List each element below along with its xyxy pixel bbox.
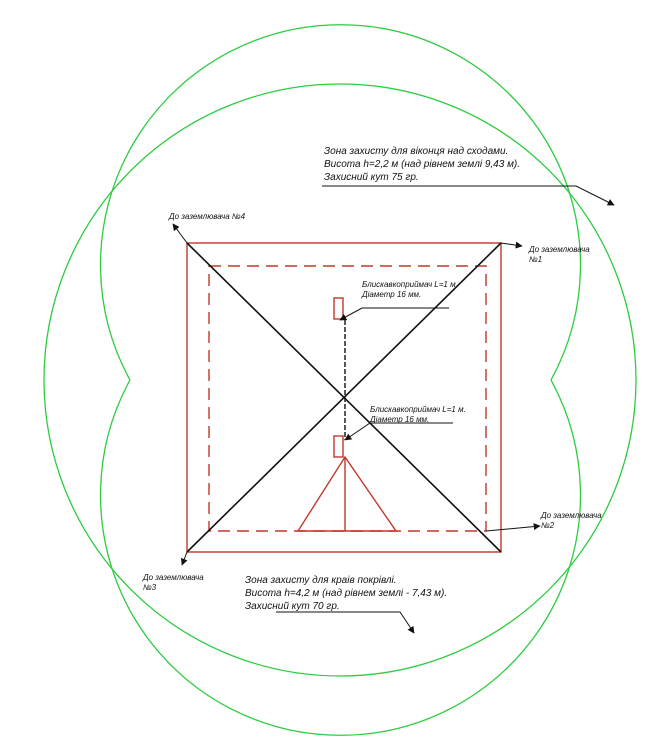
zone-bottom-line3: Захисний кут 70 гр. (245, 601, 340, 612)
zone-top-line1: Зона захисту для віконця над сходами. (324, 146, 508, 157)
zone-bottom-line2: Висота h=4,2 м (над рівнем землі - 7,43 … (245, 588, 447, 599)
ground-3-label-line1: До заземлювача (142, 573, 204, 582)
lightning-rod-lower (333, 435, 344, 458)
lightning-rod-upper (333, 297, 344, 320)
ground-1-label-line1: До заземлювача (528, 245, 590, 254)
inner-protection-zone (99, 24, 582, 736)
rod-lower-line1: Блискавкоприймач L=1 м. (370, 405, 466, 414)
zone-top-line2: Висота h=2,2 м (над рівнем землі 9,43 м)… (324, 159, 520, 170)
ground-4-label: До заземлювача №4 (168, 212, 246, 221)
zone-top-line3: Захисний кут 75 гр. (324, 172, 419, 183)
ground-1-label-line2: №1 (529, 255, 542, 264)
leader-zone-bottom (276, 611, 415, 634)
zone-bottom-line1: Зона захисту для краів покрівлі. (245, 575, 397, 586)
ground-3-label-line2: №3 (143, 583, 157, 592)
leader-rod-lower (344, 422, 453, 441)
outer-protection-zone (43, 83, 637, 677)
rod-lower-line2: Діаметр 16 мм. (369, 415, 429, 424)
diagonal-to-ground-1-3 (186, 242, 502, 553)
arrow-to-ground-3 (180, 551, 188, 566)
roof-stair-triangle (296, 455, 398, 532)
ground-2-label-line1: До заземлювача (540, 511, 602, 520)
roof-outline (186, 242, 502, 553)
leader-rod-upper (339, 307, 449, 321)
rod-upper-line2: Діаметр 16 мм. (361, 290, 421, 299)
arrow-to-ground-2 (485, 523, 541, 532)
ground-2-label-line2: №2 (541, 521, 555, 530)
arrow-to-ground-4 (172, 223, 188, 244)
arrow-to-ground-1 (500, 241, 523, 249)
roof-inner-dashed (208, 265, 487, 532)
leader-zone-top (322, 185, 615, 206)
rod-upper-line1: Блискавкоприймач L=1 м. (362, 280, 458, 289)
